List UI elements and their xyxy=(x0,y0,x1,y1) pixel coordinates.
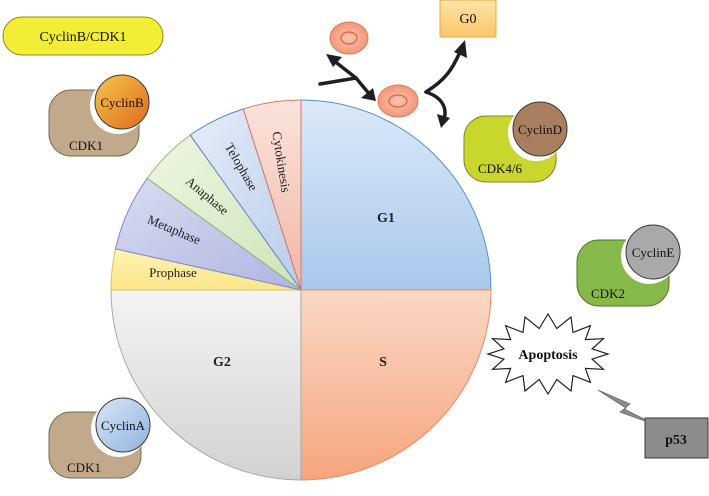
s-label: S xyxy=(379,355,387,370)
cycline-cdk2-complex: CyclinE CDK2 xyxy=(576,224,681,307)
cdk2-label: CDK2 xyxy=(591,286,625,301)
cyclinb-cdk1-label: CyclinB/CDK1 xyxy=(39,30,126,45)
cyclina-circle xyxy=(95,397,151,453)
p53-box: p53 xyxy=(644,417,709,459)
arrowhead-to-center-cell xyxy=(361,88,376,101)
cyclind-cdk46-complex: CyclinD CDK4/6 xyxy=(463,101,568,183)
cyclind-circle xyxy=(512,101,568,157)
cyclinb-circle xyxy=(94,74,150,130)
g2-sector xyxy=(110,289,302,481)
p53-label: p53 xyxy=(665,433,687,448)
cyclinb-label: CyclinB xyxy=(100,95,144,110)
cyclind-label: CyclinD xyxy=(518,122,562,137)
g0-arrows xyxy=(424,50,462,124)
cell-center xyxy=(377,84,419,118)
cdk46-label: CDK4/6 xyxy=(478,161,523,176)
g0-label: G0 xyxy=(459,12,476,27)
cycline-circle xyxy=(625,224,681,280)
prophase-label: Prophase xyxy=(149,265,197,280)
g0-box: G0 xyxy=(439,0,497,38)
g1-sector xyxy=(300,99,492,291)
cdk1-a-label: CDK1 xyxy=(67,460,101,475)
apoptosis-burst: Apoptosis xyxy=(486,312,610,396)
s-sector xyxy=(300,289,492,481)
cycline-label: CyclinE xyxy=(632,245,675,260)
arrowhead-from-g0 xyxy=(437,114,450,128)
cyclina-cdk1-complex: CyclinA CDK1 xyxy=(48,397,151,479)
arrowhead-to-g0 xyxy=(454,40,467,58)
apoptosis-label: Apoptosis xyxy=(518,348,578,363)
cell-top-left xyxy=(329,21,369,55)
cell-cycle-wheel: G1 S G2 Prophase Metaphase Anaphase Telo… xyxy=(110,99,492,481)
g1-label: G1 xyxy=(377,211,395,226)
g2-label: G2 xyxy=(213,355,231,370)
division-arrows xyxy=(318,58,373,98)
arrowhead-to-top-cell xyxy=(326,54,342,67)
cdk1-label: CDK1 xyxy=(69,138,103,153)
cyclinb-cdk1-box: CyclinB/CDK1 xyxy=(2,16,164,56)
cyclina-label: CyclinA xyxy=(101,418,146,433)
cytokinesis-sector xyxy=(242,99,302,291)
cyclinb-cdk1-complex: CyclinB CDK1 xyxy=(48,74,150,157)
apoptosis-starburst xyxy=(486,312,610,396)
